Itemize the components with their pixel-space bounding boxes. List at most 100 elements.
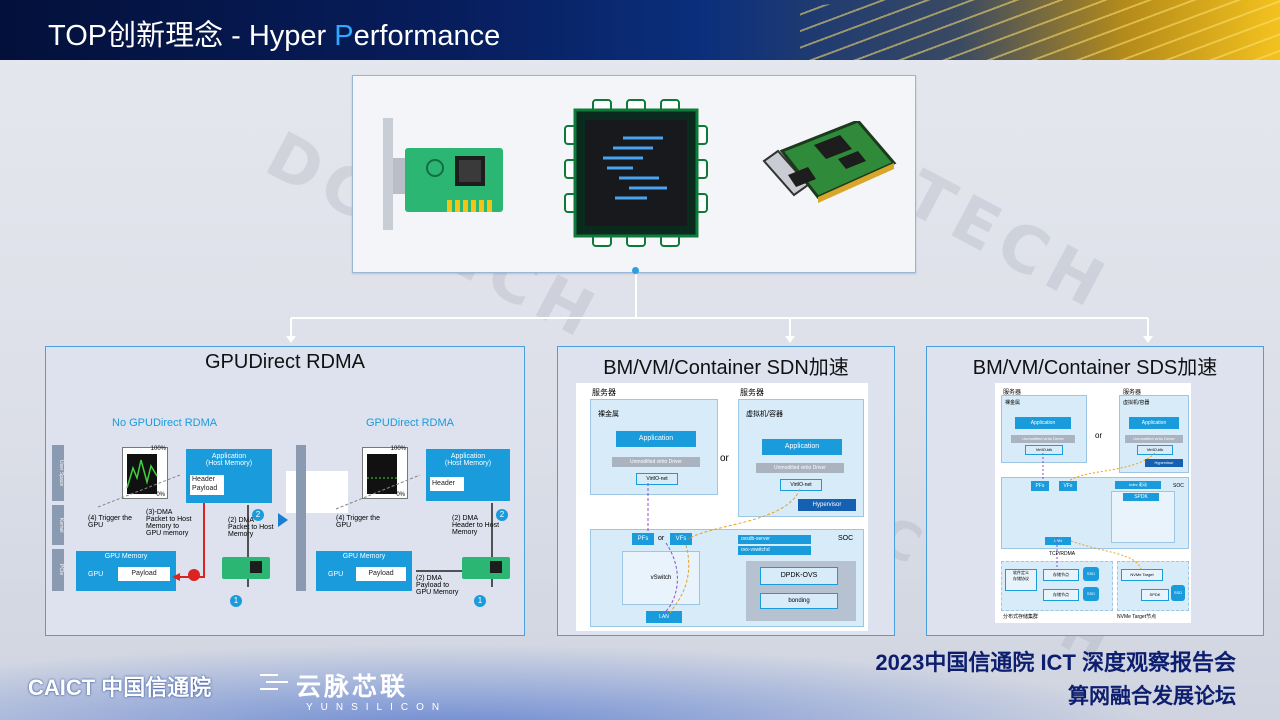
layer-pcie: PCIe xyxy=(52,549,64,591)
dataflow-lines xyxy=(647,483,801,614)
app-box: Application xyxy=(616,431,696,447)
step-badge-1: 1 xyxy=(230,595,242,607)
tcp-rdma-label: TCP/RDMA xyxy=(1049,551,1076,557)
pct-top: 100% xyxy=(150,446,166,452)
server-label: 服务器 xyxy=(740,388,764,397)
driver-box: Unmodified virtio Driver xyxy=(1125,435,1183,443)
virtio-box: VirtIO-blk xyxy=(1137,445,1173,455)
step-badge-1: 1 xyxy=(474,595,486,607)
server-label: 服务器 xyxy=(1123,390,1142,396)
step-dma-to-host: (2) DMA Packet to Host Memory xyxy=(228,517,274,538)
vswitchd-box: ovs-vswitchd xyxy=(738,546,811,555)
accelerator-card-icon xyxy=(762,121,897,203)
nvme-target-box: NVMe Target xyxy=(1121,569,1163,581)
step-badge-2: 2 xyxy=(252,509,264,521)
forum-line-2: 算网融合发展论坛 xyxy=(1068,685,1236,708)
gpu-usage-monitor: 100% 0% xyxy=(362,446,408,499)
bdev-box: bdev 驱动 xyxy=(1115,481,1161,489)
diagram-gpudirect: GPUDirect RDMA 100% 0% Application (Host… xyxy=(296,417,518,607)
yunsilicon-name: 云脉芯联 xyxy=(296,673,409,701)
usage-graph xyxy=(367,454,397,494)
step-dma-host-to-gpu: (3)-DMA Packet to Host Memory to GPU mem… xyxy=(146,509,192,537)
pfs-badge: PFs xyxy=(1031,481,1049,491)
comparison-arrow-icon xyxy=(278,513,288,527)
vm-label: 虚拟机/容器 xyxy=(1123,400,1150,406)
forum-title: 2023中国信通院 ICT 深度观察报告会 算网融合发展论坛 xyxy=(875,645,1236,710)
gpu-memory-label: GPU Memory xyxy=(104,553,148,560)
server-label: 服务器 xyxy=(1003,390,1022,396)
diagram-heading: No GPUDirect RDMA xyxy=(112,417,218,429)
soc-label: SOC xyxy=(838,535,854,542)
server-label: 服务器 xyxy=(592,388,616,397)
gpu-usage-monitor: 100% 0% xyxy=(122,446,168,499)
layer-user-space: User Space xyxy=(52,445,64,501)
ssd-icon: SSD xyxy=(1083,567,1099,581)
diagram-heading: GPUDirect RDMA xyxy=(366,417,455,429)
bm-label: 裸金属 xyxy=(1005,400,1021,406)
server-box-right xyxy=(738,399,864,517)
cluster-label: 分布式存储集群 xyxy=(1003,614,1039,620)
pct-bottom: 0% xyxy=(156,492,165,498)
panel-gpudirect-rdma: GPUDirect RDMA No GPUDirect RDMA User Sp… xyxy=(45,346,525,636)
app-box: Application xyxy=(762,439,842,455)
diagram-no-gpudirect: No GPUDirect RDMA User Space Kernel PCIe… xyxy=(52,417,278,607)
hypervisor-box: Hypervisor xyxy=(798,499,856,511)
gpu-label: GPU xyxy=(328,571,344,578)
ovsdb-box: ovsdb-server xyxy=(738,535,811,544)
vswitch-box: vSwitch xyxy=(622,551,700,605)
pfs-badge: PFs xyxy=(632,533,654,545)
bm-label: 裸金属 xyxy=(598,411,619,418)
app-label: Application (Host Memory) xyxy=(205,453,253,467)
forum-line-1: 2023中国信通院 ICT 深度观察报告会 xyxy=(875,650,1236,675)
panel-title: BM/VM/Container SDN加速 xyxy=(603,357,849,379)
gpu-label: GPU xyxy=(88,571,104,578)
dataflow-lines xyxy=(1042,452,1156,570)
title-bar: TOP创新理念 - Hyper Performance xyxy=(0,0,1280,60)
step-trigger-gpu: (4) Trigger the GPU xyxy=(88,515,132,529)
sds-diagram: 服务器 裸金属 Application Unmodified virtio Dr… xyxy=(995,383,1191,623)
pct-bottom: 0% xyxy=(396,492,405,498)
step-dma-payload: (2) DMA Payload to GPU Memory xyxy=(416,575,459,596)
panel-title: BM/VM/Container SDS加速 xyxy=(972,357,1218,379)
chip-icon xyxy=(564,99,708,247)
gpu-payload-box: Payload xyxy=(118,567,170,581)
virtio-box: VirtIO-net xyxy=(636,473,678,485)
virtio-box: VirtIO-net xyxy=(780,479,822,491)
header-box: Header xyxy=(430,477,464,491)
usage-graph xyxy=(126,454,158,494)
network-card-icon xyxy=(383,118,503,230)
nic-icon xyxy=(222,557,270,579)
footer-glow xyxy=(0,630,1280,720)
panel-sdn-acceleration: BM/VM/Container SDN加速 服务器 裸金属 Applicatio… xyxy=(557,346,895,636)
nvme-node-label: NVMe Target节点 xyxy=(1117,614,1157,620)
vfs-badge: VFs xyxy=(670,533,692,545)
layer-kernel: Kernel xyxy=(52,505,64,545)
lan-box: LAN xyxy=(646,611,682,623)
layer-bar xyxy=(296,445,306,591)
virtio-box: VirtIO-blk xyxy=(1025,445,1063,455)
driver-box: Unmodified virtio Driver xyxy=(612,457,700,467)
sw-protocol-box: 软件定义 存储协议 xyxy=(1005,569,1037,591)
or-label: or xyxy=(720,453,729,464)
sdn-diagram: 服务器 裸金属 Application Unmodified virtio Dr… xyxy=(576,383,868,631)
host-application-box: Application (Host Memory) Header xyxy=(426,449,510,501)
or-label: or xyxy=(1095,431,1103,440)
driver-box: Unmodified virtio Driver xyxy=(756,463,844,473)
or-label: or xyxy=(658,535,665,542)
vm-label: 虚拟机/容器 xyxy=(746,411,783,418)
storage-node-box: 存储节点 xyxy=(1043,589,1079,601)
pct-top: 100% xyxy=(390,446,406,452)
hardware-image-box xyxy=(352,75,916,273)
app-box: Application xyxy=(1129,417,1179,429)
dpdk-box: DPDK-OVS xyxy=(760,567,838,585)
gpu-memory-box: GPU Memory GPU Payload xyxy=(316,551,412,591)
storage-node-box: 存储节点 xyxy=(1043,569,1079,581)
panel-title: GPUDirect RDMA xyxy=(204,351,365,373)
bonding-box: bonding xyxy=(760,593,838,609)
connector-dot xyxy=(632,267,639,274)
ssd-icon: SSD xyxy=(1083,587,1099,601)
